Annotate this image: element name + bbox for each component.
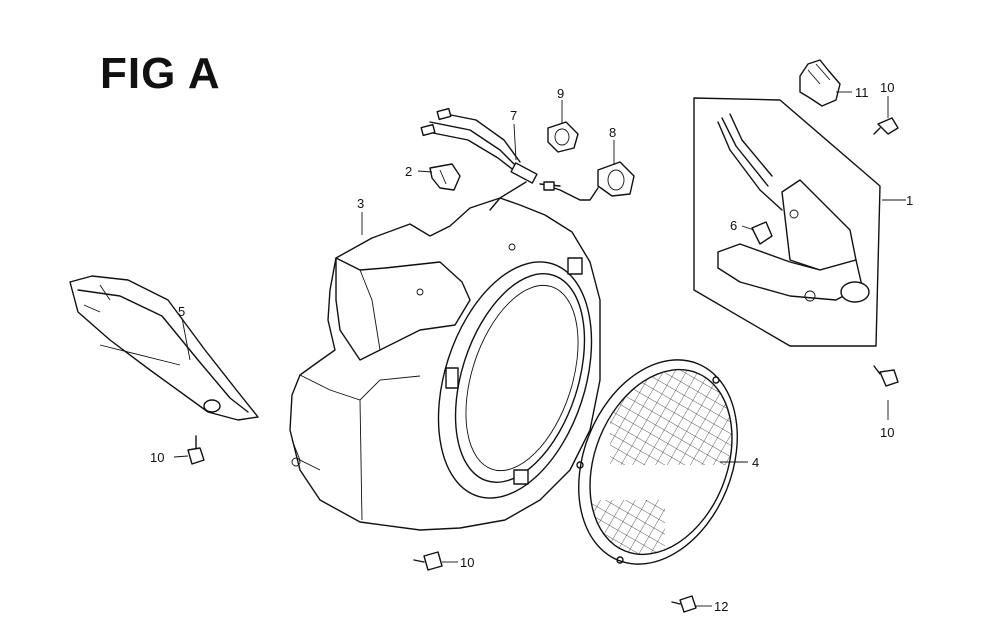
control-box-assembly	[693, 97, 881, 347]
callout-9: 9	[557, 86, 564, 101]
bolt-left	[187, 435, 205, 465]
side-guard	[69, 275, 259, 421]
wire-harness	[420, 107, 561, 211]
bolt-top-right	[873, 117, 899, 135]
callout-10-bottom: 10	[460, 555, 474, 570]
mounting-bracket	[799, 59, 841, 107]
callout-2: 2	[405, 164, 412, 179]
callout-10-top-right: 10	[880, 80, 894, 95]
callout-7: 7	[510, 108, 517, 123]
recoil-screen-grid	[576, 359, 740, 565]
bolt-bottom-center	[413, 551, 443, 571]
callout-10-left: 10	[150, 450, 164, 465]
callout-4: 4	[752, 455, 759, 470]
callout-1: 1	[906, 193, 913, 208]
leader-lines	[173, 91, 906, 607]
callout-3: 3	[357, 196, 364, 211]
figure-title: FIG A	[100, 49, 221, 98]
bolt-right-middle	[873, 365, 899, 387]
fan-cover-shroud	[289, 197, 601, 531]
callout-6: 6	[730, 218, 737, 233]
callout-12: 12	[714, 599, 728, 614]
callout-8: 8	[609, 125, 616, 140]
callout-11: 11	[855, 85, 869, 100]
callout-5: 5	[178, 304, 185, 319]
cord-clip	[429, 163, 461, 191]
callout-10-right-middle: 10	[880, 425, 894, 440]
grommet	[547, 121, 579, 153]
bolt-bottom-right	[671, 595, 697, 613]
switch-with-wire	[543, 161, 635, 201]
